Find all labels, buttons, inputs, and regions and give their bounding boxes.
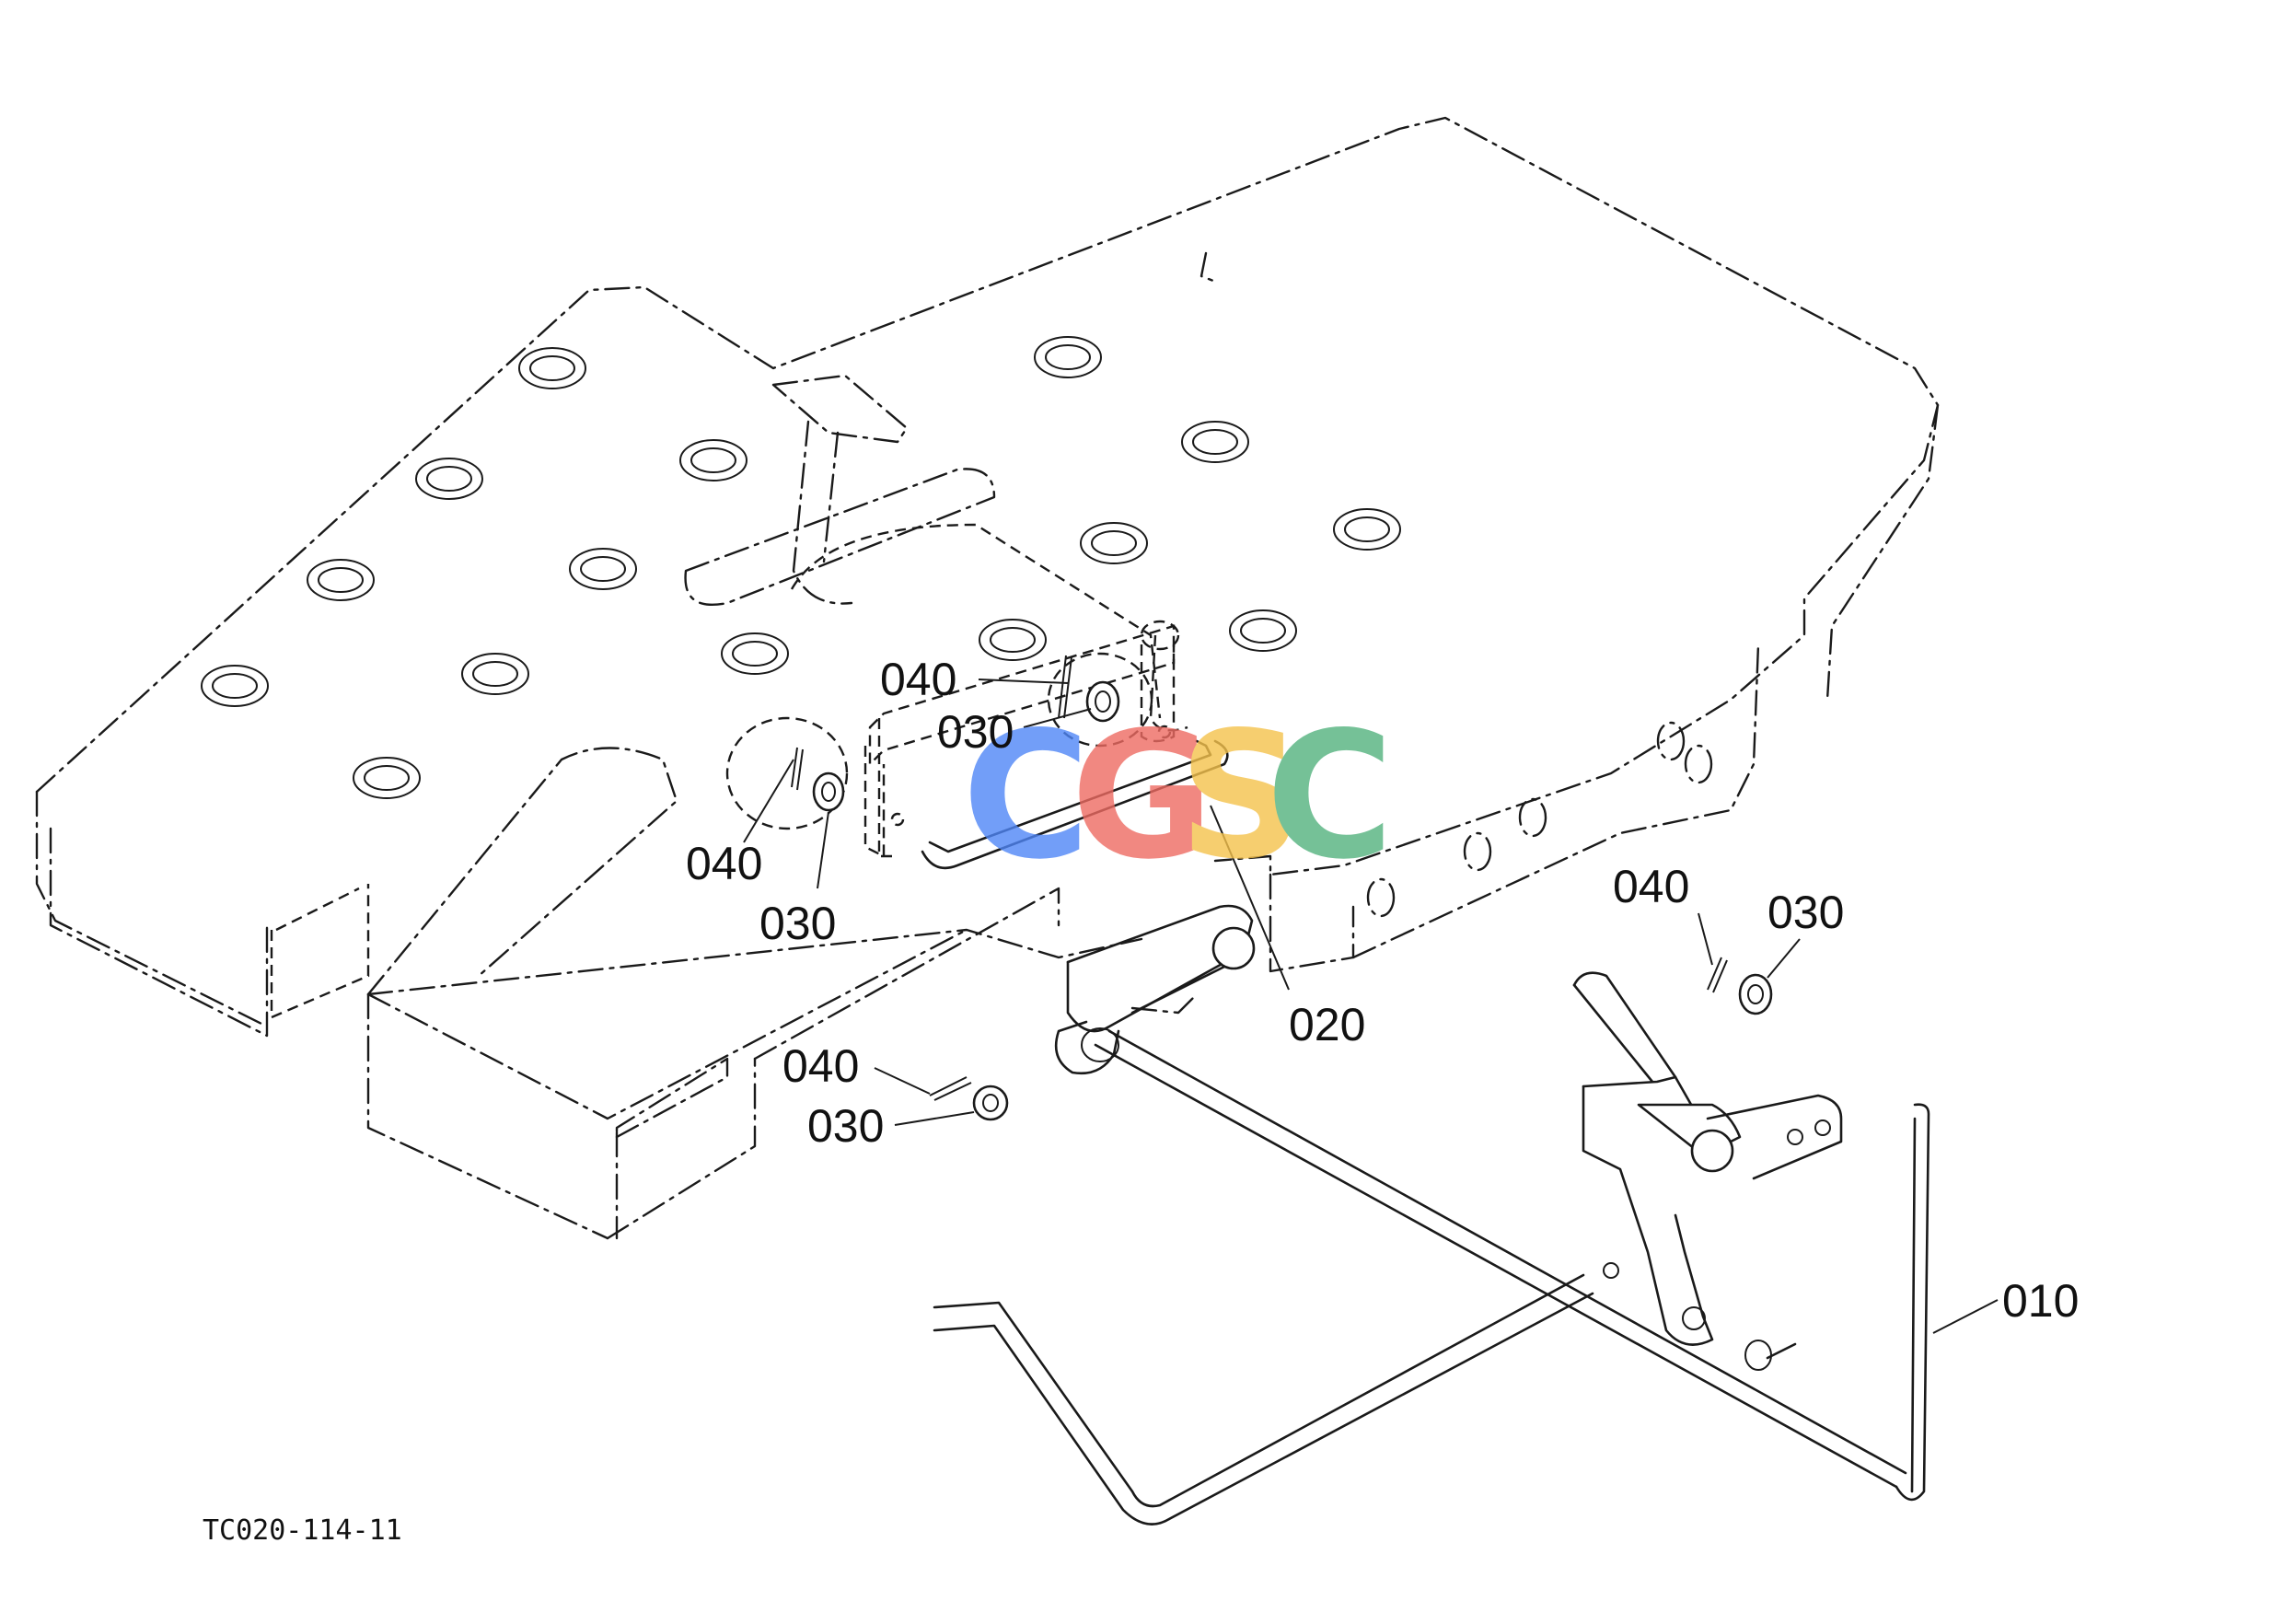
pedal-shaft-assembly xyxy=(1572,971,1843,1371)
callout-040-a: 040 xyxy=(880,654,956,705)
callout-labels: 040 030 040 030 020 040 030 040 030 010 xyxy=(686,654,2079,1327)
right-rail xyxy=(366,887,1143,1240)
callout-030-c: 030 xyxy=(807,1100,884,1152)
drawing-code: TC020-114-11 xyxy=(203,1514,402,1547)
callout-040-d: 040 xyxy=(1613,861,1689,912)
side-frame xyxy=(1269,643,1760,973)
rod-020 xyxy=(921,739,1229,870)
washer-b xyxy=(725,716,849,830)
watermark: C G S C xyxy=(962,694,1394,898)
rod-010 xyxy=(1094,1029,1930,1502)
watermark-letter-2: G xyxy=(1071,694,1214,898)
callout-030-b: 030 xyxy=(759,898,836,949)
callout-030-d: 030 xyxy=(1767,887,1844,938)
watermark-letter-4: C xyxy=(1266,694,1394,898)
callout-010: 010 xyxy=(2002,1275,2079,1327)
floor-plate-outline xyxy=(35,116,1940,1028)
leader-lines xyxy=(743,679,1999,1334)
washer-a xyxy=(1047,652,1153,748)
callout-030-a: 030 xyxy=(937,706,1014,758)
pedal-link-bracket xyxy=(863,620,1180,858)
accelerator-link xyxy=(933,1262,1619,1525)
brake-arm xyxy=(1054,904,1256,1075)
washer-d xyxy=(1707,957,1773,1015)
callout-020: 020 xyxy=(1289,999,1365,1050)
floor-studs xyxy=(201,336,1401,799)
left-rail xyxy=(49,827,370,1038)
brake-pedal xyxy=(771,374,909,605)
callout-040-c: 040 xyxy=(782,1040,859,1092)
watermark-letter-1: C xyxy=(962,694,1090,898)
washer-c xyxy=(929,1076,1009,1121)
watermark-letter-3: S xyxy=(1178,694,1304,898)
callout-040-b: 040 xyxy=(686,838,762,889)
